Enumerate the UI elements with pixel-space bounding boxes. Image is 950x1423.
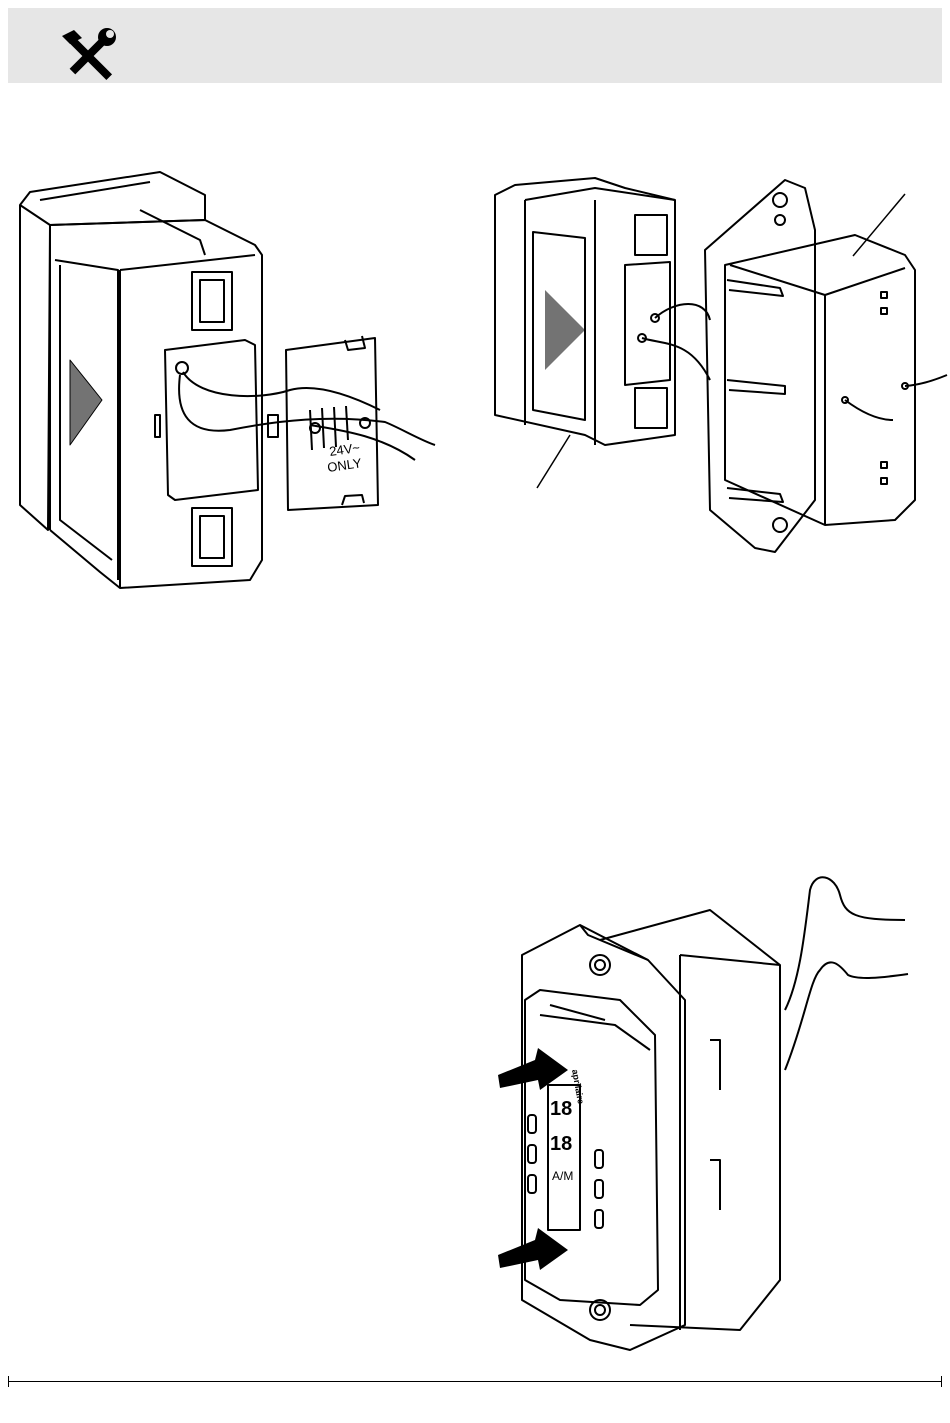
figure-mount-thermostat: aprilaire 18 18 A/M <box>480 860 950 1360</box>
brand-label: aprilaire <box>570 1069 586 1105</box>
figure-thermostat-wiring: 24V~ ONLY <box>0 160 450 600</box>
display-digits-1: 18 <box>550 1098 572 1120</box>
bottom-rule <box>8 1381 942 1382</box>
rule-tick-left <box>8 1376 9 1387</box>
header-bar <box>8 8 942 83</box>
tools-icon <box>58 28 118 84</box>
display-digits-2: 18 <box>550 1133 572 1155</box>
display-mode: A/M <box>552 1169 573 1183</box>
figure-thermostat-wall-box <box>485 170 950 565</box>
rule-tick-right <box>941 1376 942 1387</box>
